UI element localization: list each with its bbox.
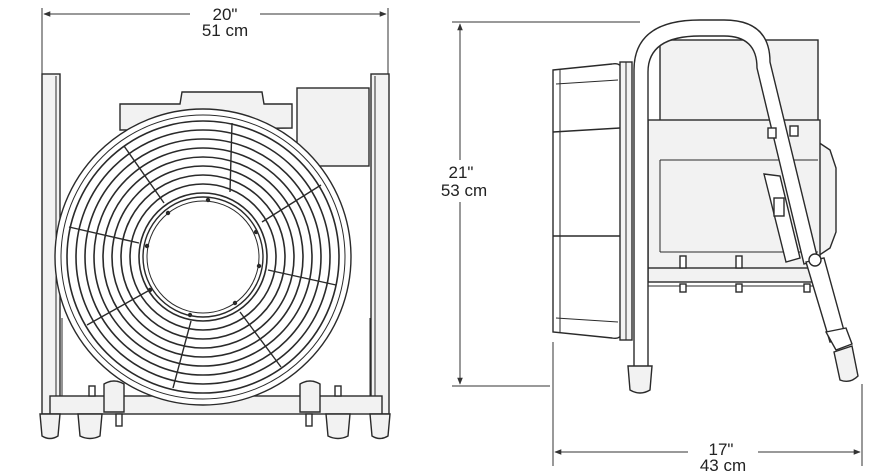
width-metric-label: 51 cm bbox=[202, 21, 248, 40]
carry-handle bbox=[633, 19, 819, 369]
foot-left-outer bbox=[39, 413, 61, 440]
side-view bbox=[552, 19, 859, 394]
foot-center-right bbox=[325, 413, 351, 440]
height-imperial-label: 21" bbox=[449, 163, 474, 182]
fan-shroud-side bbox=[552, 61, 633, 341]
depth-dimension: 17" 43 cm bbox=[552, 342, 863, 476]
foot-center-left bbox=[77, 413, 103, 440]
foot-right-inner bbox=[299, 380, 321, 413]
height-metric-label: 53 cm bbox=[441, 181, 487, 200]
fan-hub bbox=[142, 196, 264, 318]
handle-latch bbox=[763, 125, 801, 263]
side-bolts bbox=[679, 255, 811, 293]
base-bolts bbox=[88, 385, 342, 427]
depth-imperial-label: 17" bbox=[709, 440, 734, 459]
foot-right-outer bbox=[369, 413, 391, 440]
height-dimension: 21" 53 cm bbox=[430, 21, 640, 387]
fan-guard-grille bbox=[66, 120, 340, 394]
stand-leg bbox=[805, 253, 859, 383]
depth-metric-label: 43 cm bbox=[700, 456, 746, 475]
foot-left-inner bbox=[103, 380, 125, 413]
width-dimension: 20" 51 cm bbox=[41, 4, 389, 75]
front-view bbox=[39, 73, 391, 440]
frame-post-right bbox=[370, 73, 390, 415]
width-imperial-label: 20" bbox=[213, 5, 238, 24]
